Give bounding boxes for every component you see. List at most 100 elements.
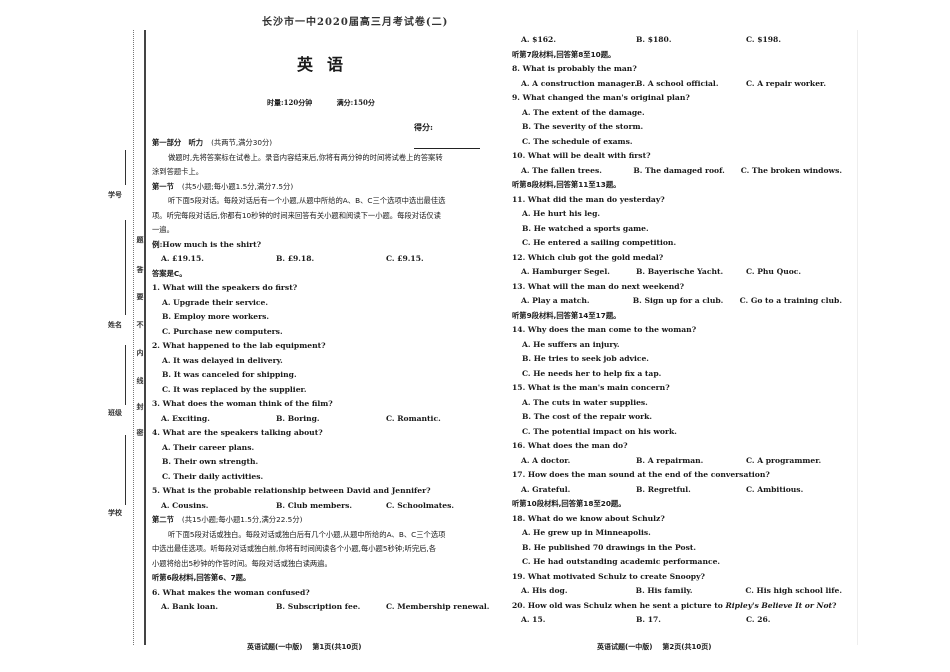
option-c: C. 26.	[746, 615, 771, 624]
student-id-blank[interactable]	[125, 220, 126, 315]
question: 15. What is the man's main concern?	[512, 383, 670, 392]
question-options: A. His dog. B. His family. C. His high sch…	[512, 584, 842, 599]
question-7-options: A. $162. B. $180. C. $198.	[512, 33, 842, 48]
footer-title: 英语试题(一中版)	[247, 643, 303, 651]
section1-heading-text: 第一节	[152, 181, 174, 191]
section1-note: (共5小题;每小题1.5分,满分7.5分)	[181, 181, 294, 191]
option-b: B. £9.18.	[276, 254, 315, 263]
class-blank[interactable]	[125, 435, 126, 505]
question: 17. How does the man sound at the end of…	[512, 470, 770, 479]
question: 10. What will be dealt with first?	[512, 151, 651, 160]
option-b: B. $180.	[636, 35, 672, 44]
option-a: A. He grew up in Minneapolis.	[522, 528, 651, 537]
option-a: A. It was delayed in delivery.	[162, 355, 283, 365]
question-20-suffix: ?	[832, 600, 837, 610]
seal-char: 密	[136, 428, 144, 437]
section2-heading-text: 第二节	[152, 515, 174, 524]
option-c: C. Their daily activities.	[162, 471, 264, 481]
option-b: B. The damaged roof.	[633, 165, 725, 175]
option-a: A. He hurt his leg.	[522, 209, 601, 218]
option-a: A. The extent of the damage.	[522, 107, 645, 117]
option-a: A. Cousins.	[161, 500, 209, 510]
option-c: C. The broken windows.	[740, 165, 842, 175]
question-options: A. A construction manager.B. A school of…	[512, 77, 842, 92]
question: 13. What will the man do next weekend?	[512, 281, 685, 291]
question: 8. What is probably the man?	[512, 64, 637, 73]
option-a: A. $162.	[521, 35, 556, 44]
question-20: 20. How old was Schulz when he sent a pi…	[512, 599, 842, 614]
option-b: B. A repairman.	[636, 455, 704, 465]
binding-margin: 学号 姓名 班级 学校 题 答 要 不 内 线 封 密	[100, 30, 160, 645]
option-a: A. Hamburger Segel.	[521, 267, 610, 276]
option-b: B. 17.	[636, 615, 661, 624]
score-blank[interactable]	[414, 139, 480, 149]
question-6-options: A. Bank loan. B. Subscription fee. C. Me…	[152, 600, 497, 615]
question: 11. What did the man do yesterday?	[512, 194, 665, 204]
question: 18. What do we know about Schulz?	[512, 513, 665, 523]
option-b: B. His family.	[635, 586, 693, 595]
page-border-line	[144, 30, 146, 645]
option-a: A. Exciting.	[161, 413, 210, 423]
part1-note: (共两节,满分30分)	[211, 138, 273, 147]
option-c: C. A programmer.	[746, 455, 822, 465]
section1-heading: 第一节 (共5小题;每小题1.5分,满分7.5分)	[152, 180, 497, 195]
option-c: C. $198.	[746, 35, 781, 44]
option-b: B. Regretful.	[636, 484, 691, 494]
option-c: C. Romantic.	[386, 413, 441, 423]
question-3: 3. What does the woman think of the film…	[152, 399, 333, 408]
example-answer: 答案是C。	[152, 268, 187, 278]
exam-meta: 时量:120分钟 满分:150分	[267, 96, 397, 111]
example-question: 例:How much is the shirt?	[152, 239, 262, 249]
example-options: A. £19.15. B. £9.18. C. £9.15.	[152, 252, 497, 267]
material-label: 听第8段材料,回答第11至13题。	[512, 180, 621, 189]
option-c: C. A repair worker.	[746, 78, 826, 88]
page1-footer: 英语试题(一中版) 第1页(共10页)	[247, 640, 371, 655]
material-6-label: 听第6段材料,回答第6、7题。	[152, 573, 251, 582]
option-b: B. Bayerische Yacht.	[636, 267, 724, 276]
part1-instruction: 涂到答题卡上。	[152, 167, 204, 176]
option-a: A. Their career plans.	[162, 442, 255, 452]
option-b: B. Subscription fee.	[276, 602, 361, 611]
name-blank[interactable]	[125, 345, 126, 405]
score-label: 得分:	[414, 122, 433, 132]
option-b: B. He watched a sports game.	[522, 223, 649, 233]
option-b: B. Boring.	[276, 413, 320, 423]
option-a: A. A doctor.	[521, 455, 571, 465]
section2-instruction: 中选出最佳选项。听每段对话或独白前,你将有时间阅读各个小题,每小题5秒钟;听完后…	[152, 544, 437, 553]
option-c: C. His high school life.	[745, 586, 842, 595]
question: 9. What changed the man's original plan?	[512, 93, 690, 102]
part1-heading: 第一部分 听力(共两节,满分30分)	[152, 136, 497, 151]
option-a: A. The cuts in water supplies.	[522, 397, 648, 407]
option-c: C. Go to a training club.	[739, 296, 842, 305]
question: 16. What does the man do?	[512, 441, 628, 450]
option-c: C. The schedule of exams.	[522, 136, 633, 146]
subject-title: 英语	[297, 55, 358, 74]
page-right-edge	[857, 30, 858, 645]
option-c: C. He entered a sailing competition.	[522, 238, 677, 247]
option-c: C. He needs her to help fix a tap.	[522, 368, 662, 378]
field-label-name: 姓名	[108, 320, 122, 329]
option-b: B. He published 70 drawings in the Post.	[522, 542, 697, 552]
seal-char: 题	[136, 235, 144, 244]
option-b: B. A school official.	[636, 78, 719, 88]
option-a: A. A construction manager.	[521, 78, 637, 88]
option-a: A. Upgrade their service.	[162, 297, 269, 307]
question-2: 2. What happened to the lab equipment?	[152, 341, 326, 350]
option-c: C. Phu Quoc.	[746, 267, 802, 276]
question-options: A. Grateful.B. Regretful.C. Ambitious.	[512, 483, 842, 498]
field-blank-line	[125, 150, 126, 185]
option-a: A. The fallen trees.	[521, 165, 602, 175]
section1-instruction: 听下面5段对话。每段对话后有一个小题,从题中所给的A、B、C三个选项中选出最佳选	[168, 196, 446, 205]
seal-char: 不	[136, 320, 144, 329]
option-a: A. 15.	[521, 615, 546, 624]
option-a: A. Bank loan.	[161, 602, 218, 611]
page2-footer: 英语试题(一中版)第2页(共10页)	[597, 640, 721, 655]
option-a: A. His dog.	[521, 586, 568, 595]
option-a: A. Play a match.	[521, 296, 590, 305]
option-c: C. Purchase new computers.	[162, 326, 283, 336]
footer-title: 英语试题(一中版)	[597, 643, 653, 651]
exam-duration: 时量:120分钟	[267, 98, 313, 107]
option-b: B. He tries to seek job advice.	[522, 354, 649, 363]
section2-heading: 第二节(共15小题;每小题1.5分,满分22.5分)	[152, 513, 497, 528]
footer-page: 第1页(共10页)	[312, 643, 362, 651]
